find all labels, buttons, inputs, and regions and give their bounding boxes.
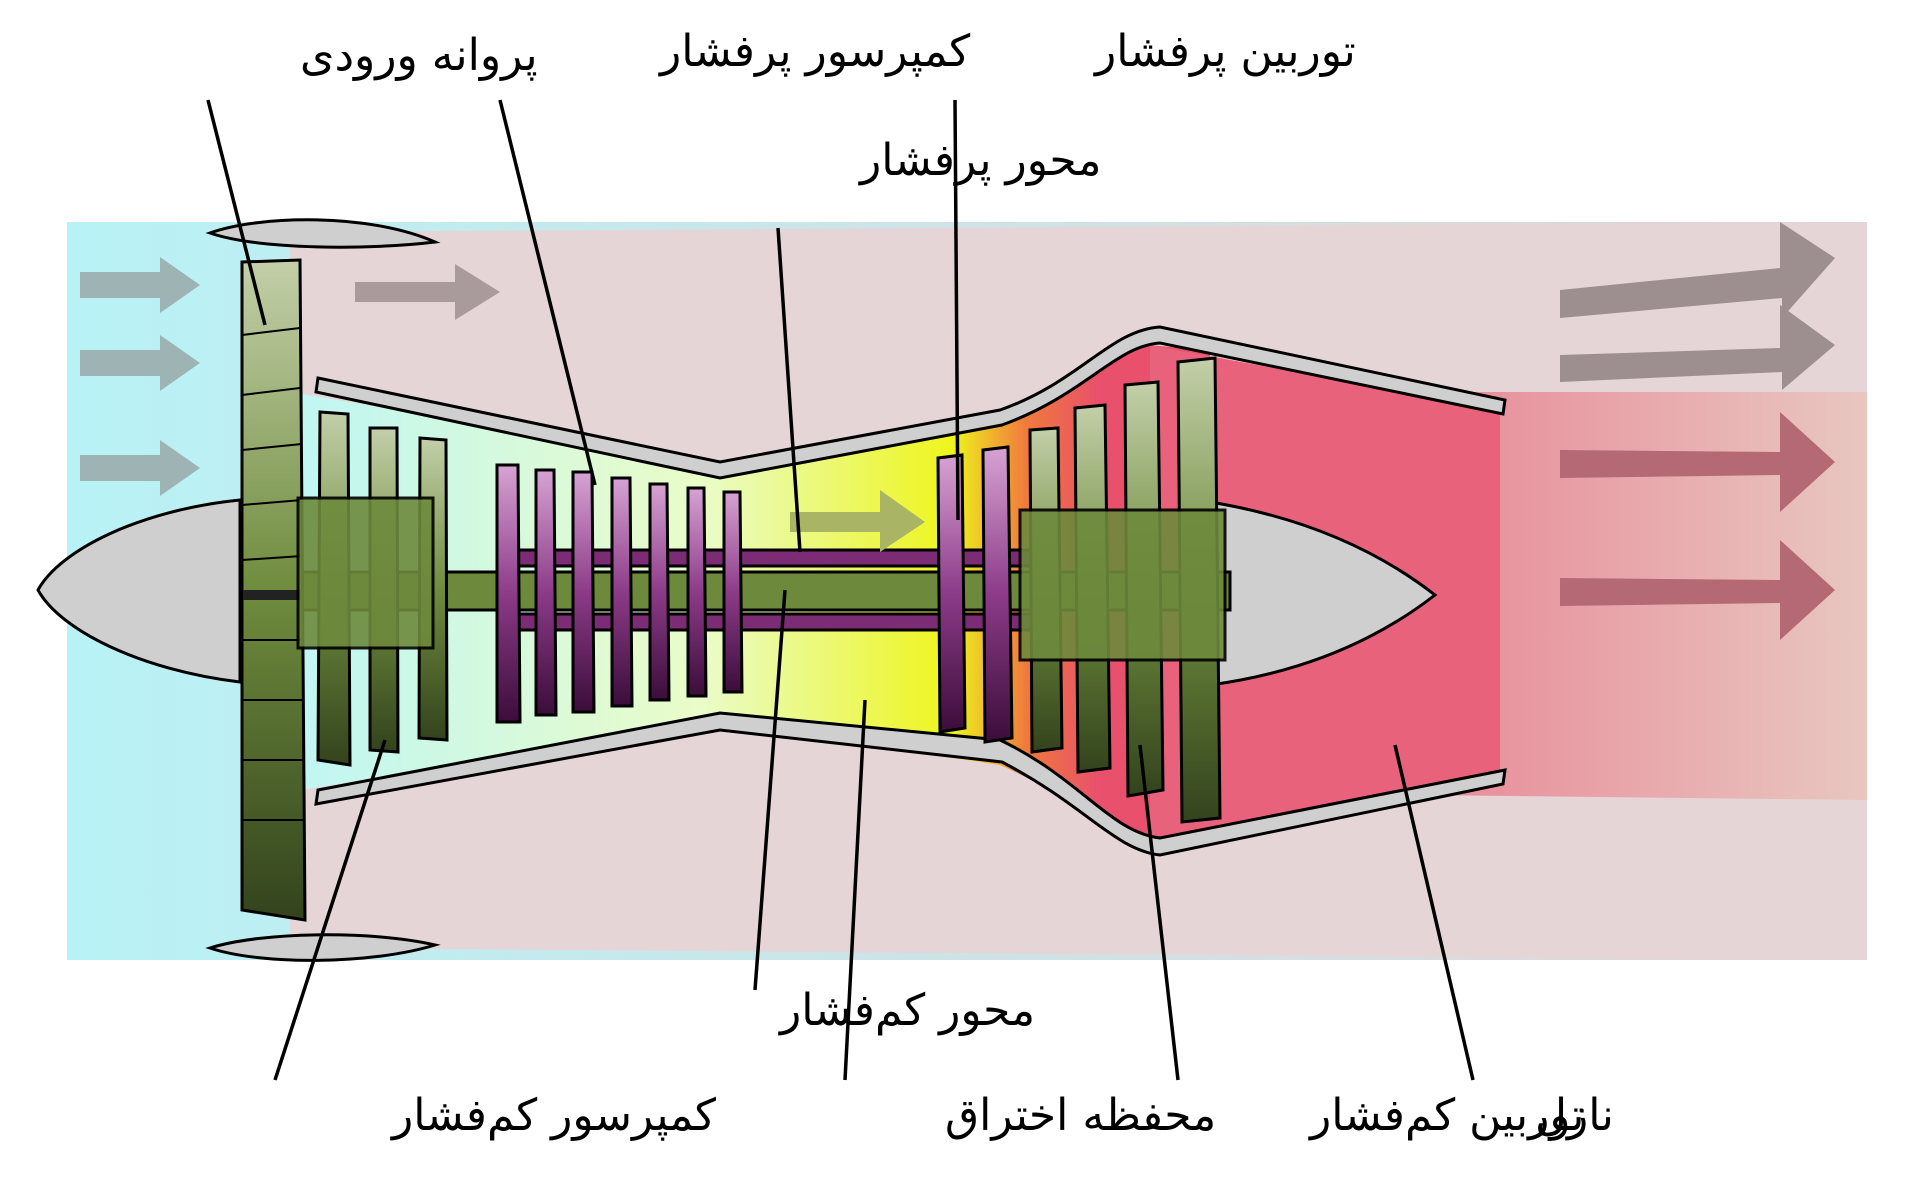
low-pressure-turbine-stages [1018,356,1227,824]
label-lp-turbine: توربین کم‌فشار [1308,1090,1584,1141]
core-casing-lower [314,711,1507,857]
label-combustor: محفظه اختراق [945,1090,1216,1141]
bypass-duct-arrow [355,264,500,320]
high-pressure-turbine-stages [936,445,1014,744]
inlet-spinner [36,498,242,684]
label-lp-compressor: کمپرسور کم‌فشار [390,1090,716,1141]
label-nozzle: نازل [1535,1090,1614,1141]
core-flow-arrow [790,490,925,552]
leader-lines [206,99,1475,1081]
label-lp-shaft: محور کم‌فشار [778,985,1035,1036]
high-pressure-compressor-stages [495,463,744,724]
core-casing-upper [314,325,1507,480]
bypass-flow-arrows [80,257,200,496]
label-hp-compressor: کمپرسور پرفشار [658,26,970,77]
label-hp-shaft: محور پرفشار [858,135,1101,186]
nacelle-lower-lip [205,933,441,962]
label-fan: پروانه ورودی [300,30,538,81]
fan-blade [240,258,307,922]
label-hp-turbine: توربین پرفشار [1093,26,1356,77]
nacelle-upper-lip [205,218,441,249]
low-pressure-compressor-stages [296,410,449,767]
exhaust-cone [1208,500,1438,687]
exhaust-arrows [1560,222,1835,390]
